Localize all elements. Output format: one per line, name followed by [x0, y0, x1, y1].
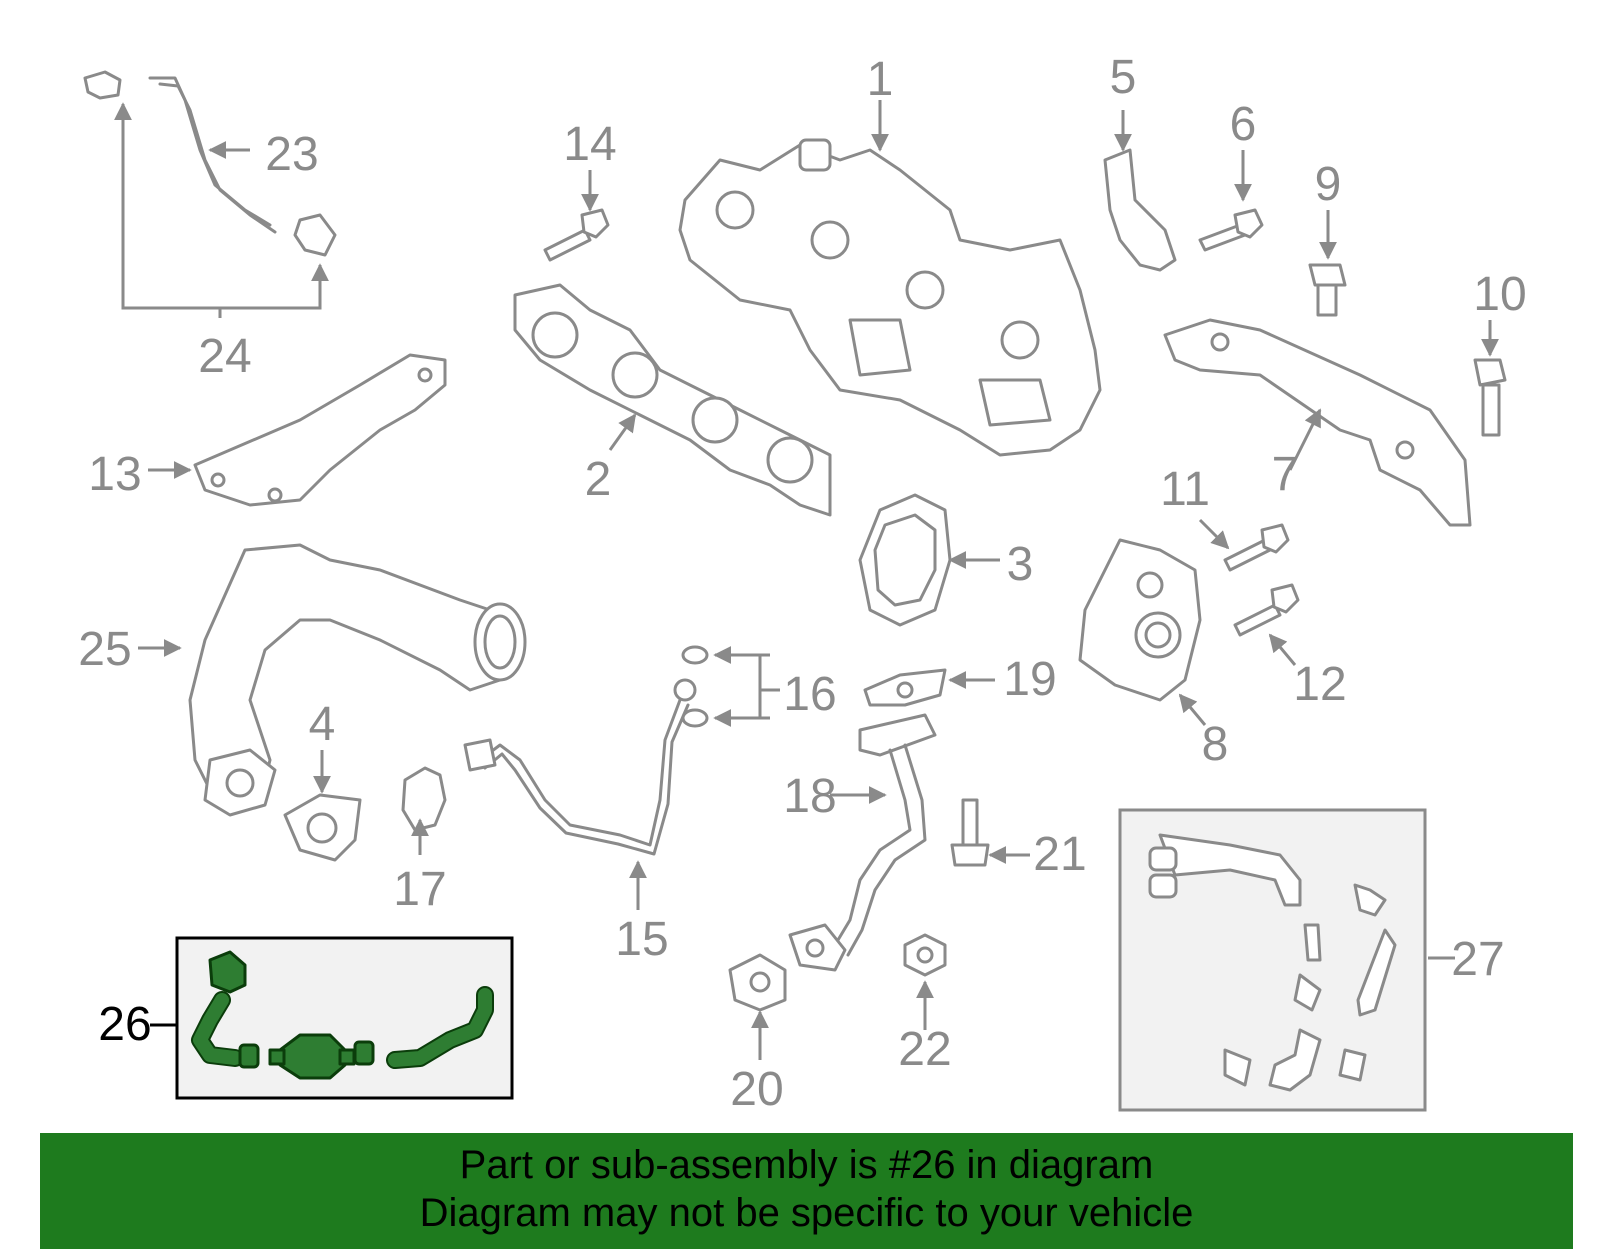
info-banner: Part or sub-assembly is #26 in diagram D…: [40, 1133, 1573, 1249]
part-2-gasket[interactable]: [513, 283, 832, 517]
callout-21: 21: [1033, 828, 1086, 881]
callout-5: 5: [1110, 51, 1137, 104]
part-1-manifold[interactable]: [678, 138, 1102, 457]
part-13-bracket[interactable]: [193, 353, 447, 507]
part-26-canister: [278, 1033, 347, 1080]
callout-9: 9: [1315, 158, 1342, 211]
part-6-bolt[interactable]: [1198, 208, 1264, 252]
part-9-nut[interactable]: [1308, 263, 1347, 317]
part-23-hose[interactable]: [83, 70, 337, 257]
part-3-gasket[interactable]: [858, 493, 952, 627]
part-5-bracket[interactable]: [1103, 148, 1177, 272]
callout-15: 15: [615, 913, 668, 966]
callout-3: 3: [1007, 538, 1034, 591]
part-24-bracket-lines: [114, 102, 329, 318]
callout-10: 10: [1473, 268, 1526, 321]
callout-4: 4: [309, 698, 336, 751]
part-18-return-pipe[interactable]: [788, 713, 937, 972]
callout-18: 18: [783, 770, 836, 823]
callout-24: 24: [198, 330, 251, 383]
callout-14: 14: [563, 118, 616, 171]
part-12-bolt[interactable]: [1233, 583, 1300, 637]
leader-7: [1288, 408, 1322, 471]
part-26-connector-left: [208, 950, 247, 994]
callout-1: 1: [867, 53, 894, 106]
part-27-box[interactable]: [1118, 808, 1427, 1112]
leader-8: [1178, 693, 1207, 726]
leader-12: [1268, 633, 1297, 666]
part-22-nut[interactable]: [903, 933, 947, 977]
callout-17: 17: [393, 863, 446, 916]
leader-11: [1198, 518, 1230, 550]
part-20-gasket[interactable]: [728, 953, 787, 1012]
part-21-stud[interactable]: [950, 798, 990, 867]
callout-13: 13: [88, 448, 141, 501]
part-15-oil-line[interactable]: [463, 678, 697, 856]
banner-line-2: Diagram may not be specific to your vehi…: [419, 1191, 1194, 1235]
part-17-clip[interactable]: [401, 766, 447, 832]
callout-20: 20: [730, 1063, 783, 1116]
part-26-box[interactable]: [175, 936, 514, 1100]
callout-7: 7: [1272, 448, 1299, 501]
callout-23: 23: [265, 128, 318, 181]
callout-16: 16: [783, 668, 836, 721]
part-7-heat-shield[interactable]: [1163, 318, 1472, 527]
callout-6: 6: [1230, 98, 1257, 151]
callout-19: 19: [1003, 653, 1056, 706]
part-19-gasket[interactable]: [863, 668, 947, 707]
part-25-pipe[interactable]: [188, 543, 527, 817]
banner-line-1: Part or sub-assembly is #26 in diagram: [459, 1143, 1154, 1187]
callout-26: 26: [98, 998, 151, 1051]
callout-11: 11: [1160, 463, 1210, 516]
callout-22: 22: [898, 1023, 951, 1076]
leader-16: [713, 646, 780, 727]
callout-25: 25: [78, 623, 131, 676]
callout-27: 27: [1451, 933, 1504, 986]
part-14-bolt[interactable]: [543, 208, 610, 262]
callout-2: 2: [585, 453, 612, 506]
part-4-gasket[interactable]: [283, 793, 362, 862]
part-8-heat-shield[interactable]: [1078, 538, 1202, 702]
part-16-washers[interactable]: [681, 645, 709, 728]
callout-12: 12: [1293, 658, 1346, 711]
callout-8: 8: [1202, 718, 1229, 771]
part-10-bolt[interactable]: [1473, 358, 1507, 437]
part-11-bolt[interactable]: [1223, 523, 1290, 572]
leader-2: [608, 413, 637, 451]
